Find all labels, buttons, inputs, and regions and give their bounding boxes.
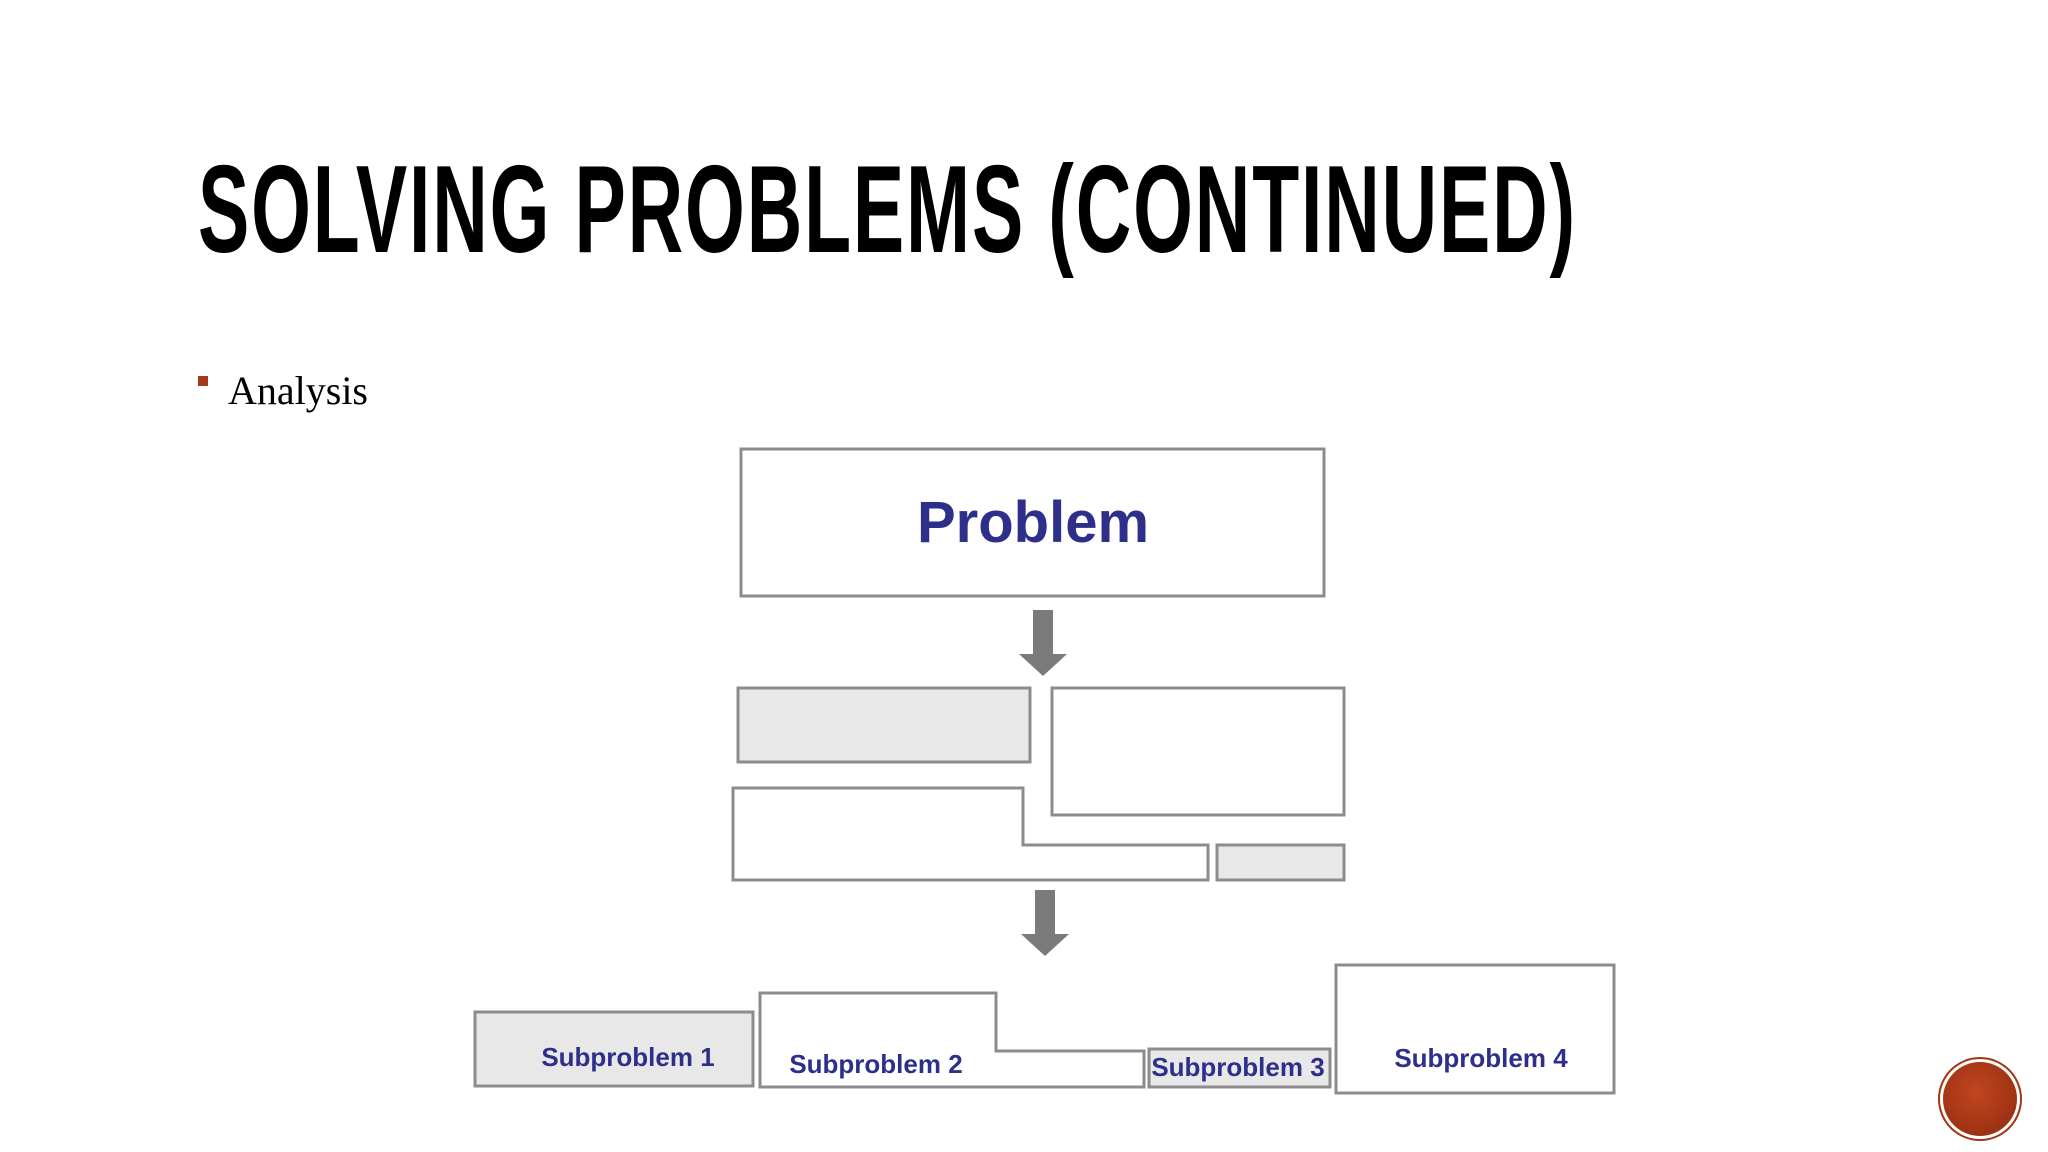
problem-label: Problem: [917, 490, 1149, 555]
subproblem-1-box: [473, 1010, 755, 1088]
subproblem-2-box: [758, 991, 1146, 1089]
down-arrow-icon: [1021, 890, 1069, 956]
down-arrow-icon: [1019, 610, 1067, 676]
square-bullet-icon: [198, 376, 208, 386]
subproblem-2-label: Subproblem 2: [789, 1049, 962, 1079]
bullet-text: Analysis: [228, 367, 368, 413]
subproblem-1-label: Subproblem 1: [541, 1042, 714, 1072]
fragment-box-gray-small: [1215, 843, 1346, 882]
subproblem-4-box: [1334, 963, 1616, 1095]
slide-nav-button-icon[interactable]: [1943, 1062, 2017, 1136]
fragment-box-gray-top: [736, 686, 1032, 764]
problem-box: [739, 447, 1326, 598]
bullet-item-analysis: Analysis: [198, 365, 368, 415]
subproblem-3-box: [1147, 1047, 1332, 1089]
subproblem-3-label: Subproblem 3: [1151, 1052, 1324, 1082]
fragment-box-white-top: [1050, 686, 1346, 817]
slide-title: SOLVING PROBLEMS (CONTINUED): [198, 141, 1577, 279]
fragment-box-stepped: [731, 786, 1210, 882]
subproblem-4-label: Subproblem 4: [1394, 1043, 1568, 1073]
